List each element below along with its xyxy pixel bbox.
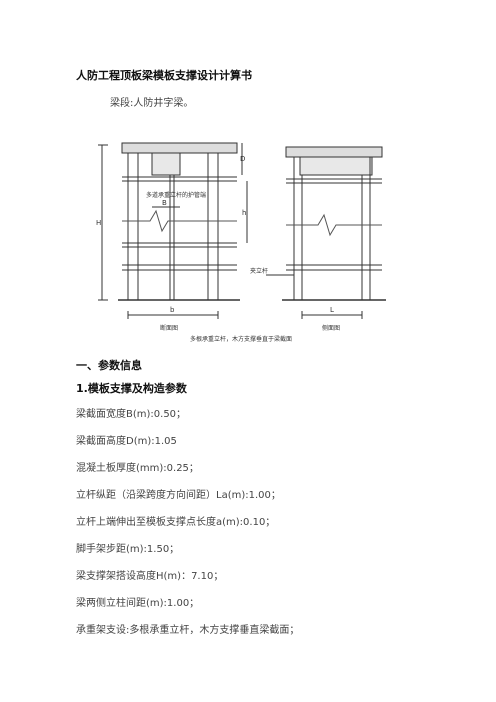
slab-left [121,142,238,154]
param-line: 承重架支设:多根承重立杆，木方支撑垂直梁截面； [76,625,300,636]
param-line: 梁截面宽度B(m):0.50； [76,409,187,420]
beam-left [151,152,181,176]
formwork-figure: H D h B b L 多道承重立杆的护管端 夹立杆 断面图 侧面图 多根承重立… [90,125,390,345]
param-line: 混凝土板厚度(mm):0.25； [76,463,199,474]
param-line: 梁支撑架搭设高度H(m)：7.10； [76,571,224,582]
caption-left: 断面图 [160,324,178,332]
document-title: 人防工程顶板梁模板支撑设计计算书 [76,69,252,82]
label-H: H [96,219,101,227]
label-D: D [240,155,245,163]
section-heading-1: 一、参数信息 [76,359,142,372]
label-h: h [242,209,246,217]
param-line: 梁截面高度D(m):1.05 [76,436,177,447]
section-heading-2: 1.模板支撑及构造参数 [76,382,187,395]
label-B: B [162,199,167,207]
label-L: L [330,306,334,314]
caption-right: 侧面图 [322,324,340,332]
param-line: 梁两侧立柱间距(m):1.00； [76,598,200,609]
caption-bottom: 多根承重立杆，木方支撑垂直于梁截面 [190,335,292,343]
beam-right [299,156,373,176]
param-line: 脚手架步距(m):1.50； [76,544,180,555]
intro-text: 梁段:人防井字梁。 [110,98,194,109]
side-post-label: 夹立杆 [250,267,268,275]
param-line: 立杆上端伸出至模板支撑点长度a(m):0.10； [76,517,276,528]
slab-right [285,146,383,158]
note-in-figure: 多道承重立杆的护管端 [146,191,206,199]
param-line: 立杆纵距（沿梁跨度方向间距）La(m):1.00； [76,490,281,501]
label-b: b [170,306,175,314]
formwork-diagram: H D h B b L 多道承重立杆的护管端 夹立杆 断面图 侧面图 多根承重立… [96,142,386,343]
